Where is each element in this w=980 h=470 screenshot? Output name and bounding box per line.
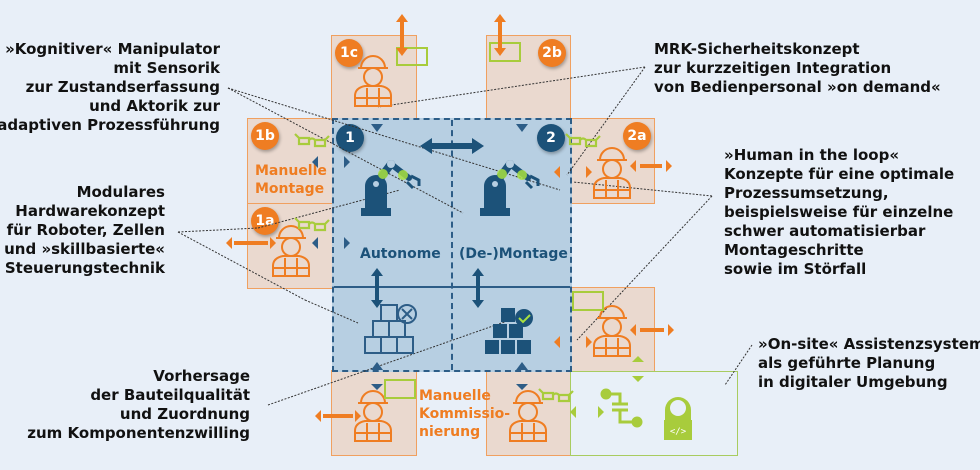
badge-2: 2 [537,124,565,152]
assistant-cell [570,371,738,456]
annotation-prediction: Vorhersage der Bauteilqualität und Zuord… [27,367,250,442]
annotation-onsite-assistant: »On-site« Assistenzsystem als geführte P… [758,335,980,391]
zone-label-manual-picking: Manuelle Kommissio- nierung [419,388,511,440]
badge-2b: 2b [538,39,566,67]
zone-label-manual-assembly: Manuelle Montage [255,163,327,197]
zone-label-autonomous: Autonome [360,246,441,262]
zone-label-disassembly: (De-)Montage [459,246,568,262]
annotation-human-in-loop: »Human in the loop« Konzepte für eine op… [724,146,955,278]
badge-1c: 1c [335,39,363,67]
zone-divider-vertical [451,120,453,370]
cell-bottom-left [331,370,417,456]
badge-1b: 1b [251,122,279,150]
annotation-modular-hardware: Modulares Hardwarekonzept für Roboter, Z… [4,183,165,277]
annotation-cognitive-manipulator: »Kognitiver« Manipulator mit Sensorik zu… [0,40,220,134]
annotation-mrk-safety: MRK-Sicherheitskonzept zur kurzzeitigen … [654,40,941,96]
badge-1a: 1a [251,207,279,235]
badge-1: 1 [336,124,364,152]
cell-right-lower [569,287,655,372]
badge-2a: 2a [623,122,651,150]
zone-divider-horizontal [334,286,570,288]
